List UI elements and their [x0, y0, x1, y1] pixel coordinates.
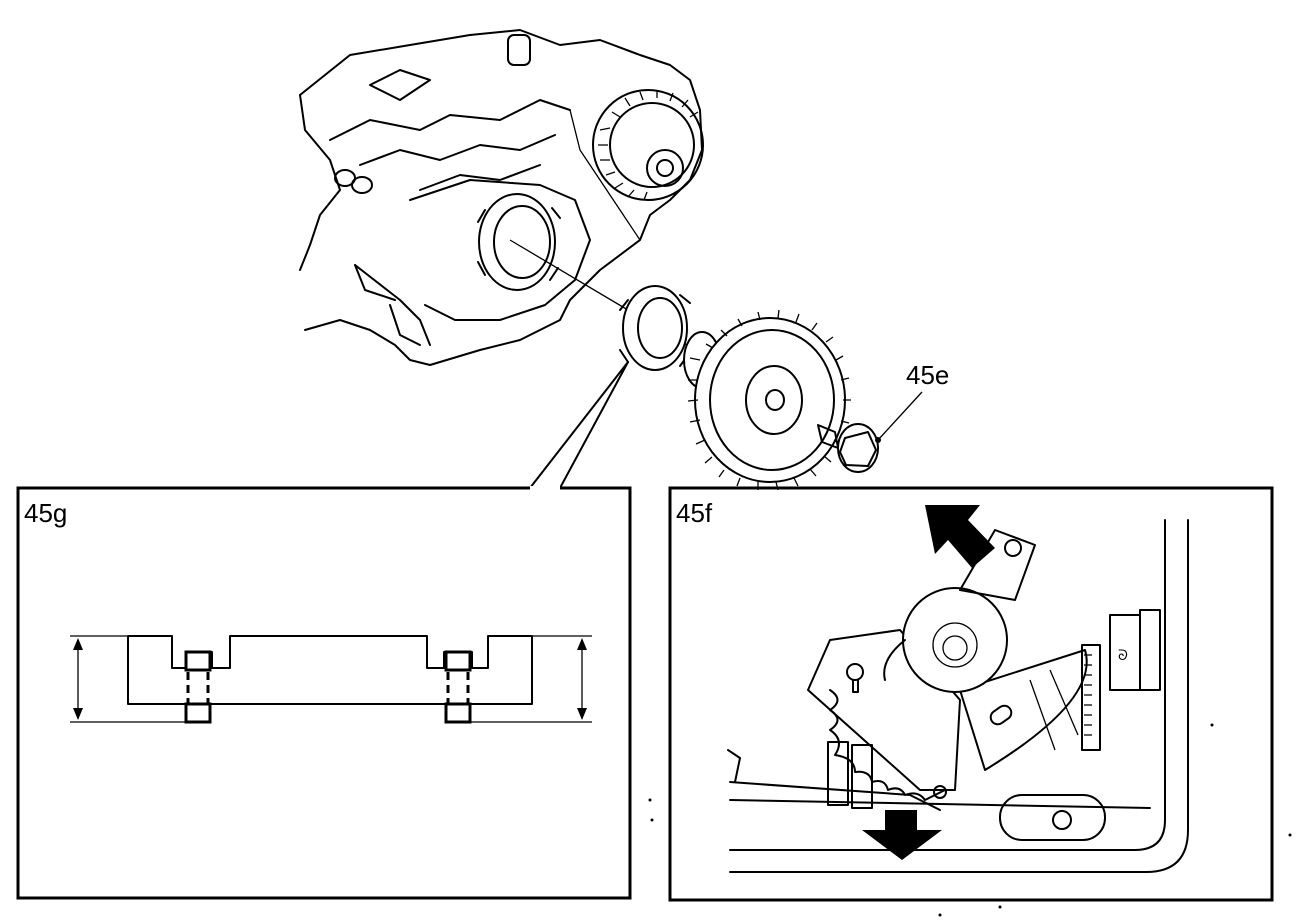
inset-panel-45f: 45f ᘐ	[668, 486, 1274, 902]
large-gear-part	[683, 309, 851, 491]
inset-45g-label: 45g	[24, 498, 67, 528]
svg-text:ᘐ: ᘐ	[1118, 647, 1128, 663]
arrow-up-left-icon	[925, 505, 995, 568]
bolt-callout-label: 45e	[906, 360, 949, 390]
arrow-down-icon	[862, 810, 942, 860]
inset-panel-45g: 45g	[16, 361, 632, 900]
bolt-part	[817, 423, 879, 473]
pump-ring-part	[619, 285, 691, 371]
engine-block-illustration	[299, 29, 704, 366]
inset-45f-label: 45f	[676, 498, 713, 528]
scan-speckle	[648, 723, 1292, 917]
bolt-leader-dot	[875, 437, 881, 443]
bolt-leader-line	[877, 391, 923, 441]
